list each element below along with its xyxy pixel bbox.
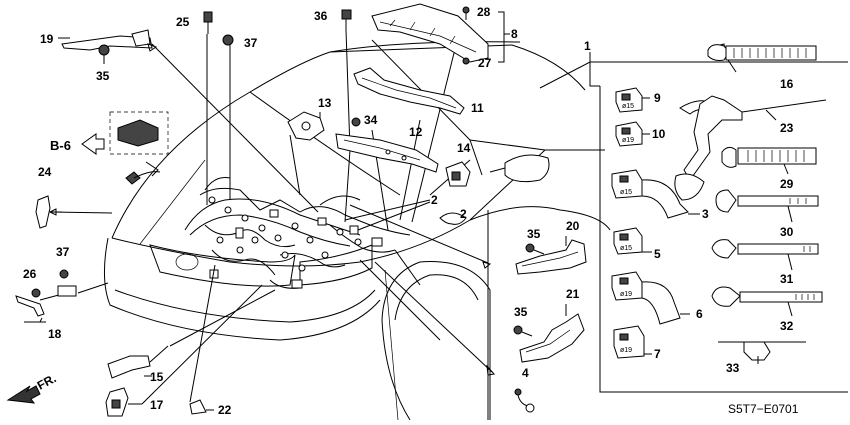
callout-15: 15 (150, 370, 164, 384)
callout-11: 11 (471, 101, 484, 115)
callout-1: 1 (584, 39, 591, 53)
callout-35a: 35 (96, 69, 110, 83)
callout-12: 12 (409, 125, 423, 139)
part-18-sensor-harness (15, 269, 109, 323)
front-arrow (6, 385, 41, 404)
callout-26: 26 (23, 267, 37, 281)
part-20-bracket (515, 236, 587, 275)
part-24-bracket (35, 195, 113, 229)
callout-21: 21 (566, 287, 580, 301)
callout-16: 16 (780, 77, 794, 91)
callout-24: 24 (38, 165, 52, 179)
callout-19: 19 (40, 32, 54, 46)
callout-6: 6 (696, 307, 703, 321)
callout-labels: 1 2 2 3 4 5 6 7 8 9 10 11 12 13 14 15 16… (23, 5, 799, 417)
part-17-bracket (105, 387, 142, 417)
clip-30 (715, 189, 819, 223)
bolts-27-28 (462, 6, 510, 65)
part-13-clamp (287, 111, 325, 141)
callout-23: 23 (780, 121, 794, 135)
connector-3-elbow: ø15 (611, 169, 700, 219)
callout-8: 8 (511, 27, 518, 41)
callout-14: 14 (457, 141, 471, 155)
callout-17: 17 (150, 398, 164, 412)
connector-group-left (125, 161, 161, 185)
connector-9: ø15 (615, 87, 650, 113)
part-11-bracket (353, 67, 465, 115)
connector-5: ø15 (613, 227, 652, 255)
callout-22: 22 (218, 403, 232, 417)
clip-33 (718, 341, 806, 364)
callout-13: 13 (318, 96, 332, 110)
front-label: FR. (35, 371, 59, 392)
callout-9: 9 (654, 91, 661, 105)
callout-35c: 35 (514, 305, 528, 319)
part-4-sensor (514, 388, 535, 413)
callout-25: 25 (176, 15, 190, 29)
svg-text:ø19: ø19 (622, 137, 634, 144)
part-19-bracket (58, 29, 153, 51)
clip-16 (707, 43, 817, 73)
clip-22 (189, 399, 214, 415)
callout-18: 18 (48, 327, 62, 341)
svg-text:ø19: ø19 (620, 347, 632, 354)
callout-27: 27 (478, 56, 492, 70)
svg-text:ø15: ø15 (622, 103, 634, 110)
callout-10: 10 (652, 127, 666, 141)
callout-7: 7 (654, 347, 661, 361)
clip-29 (721, 146, 817, 175)
callout-29: 29 (780, 177, 794, 191)
callout-5: 5 (654, 247, 661, 261)
connector-7: ø19 (613, 325, 652, 359)
ref-b6-label: B-6 (50, 138, 71, 153)
bolt-35-top (98, 44, 110, 64)
right-panel-frame (487, 52, 848, 420)
callout-2b: 2 (460, 207, 467, 221)
connector-10: ø19 (615, 121, 650, 147)
bolt-36 (341, 9, 352, 151)
svg-text:ø15: ø15 (620, 189, 632, 196)
wire-harness (184, 177, 411, 289)
leader-lines (141, 43, 495, 405)
callout-33: 33 (726, 361, 740, 375)
callout-20: 20 (566, 219, 580, 233)
part-23-bracket (674, 95, 827, 201)
part-2-grommet (439, 212, 467, 225)
callout-2a: 2 (431, 193, 438, 207)
callout-36: 36 (314, 9, 328, 23)
diagram-code: S5T7−E0701 (728, 402, 799, 416)
callout-34: 34 (364, 113, 378, 127)
callout-30: 30 (780, 225, 794, 239)
svg-text:ø15: ø15 (620, 245, 632, 252)
callout-31: 31 (780, 272, 794, 286)
svg-text:ø19: ø19 (620, 291, 632, 298)
b6-reference-box (81, 111, 169, 155)
clip-32 (711, 286, 823, 317)
callout-37b: 37 (56, 245, 70, 259)
callout-35b: 35 (527, 227, 541, 241)
callout-32: 32 (780, 319, 794, 333)
part-8-cover (371, 3, 489, 63)
part-15-bracket (107, 345, 169, 379)
callout-4: 4 (522, 366, 529, 380)
callout-28: 28 (477, 5, 491, 19)
part-21-bracket (513, 304, 585, 363)
part-12-harness-bracket (335, 117, 439, 173)
callout-3: 3 (702, 207, 709, 221)
callout-37a: 37 (244, 36, 258, 50)
clip-31 (711, 239, 819, 271)
part-14-bracket (445, 161, 471, 187)
bolt-25 (203, 11, 213, 205)
connector-6-elbow: ø19 (611, 271, 690, 325)
